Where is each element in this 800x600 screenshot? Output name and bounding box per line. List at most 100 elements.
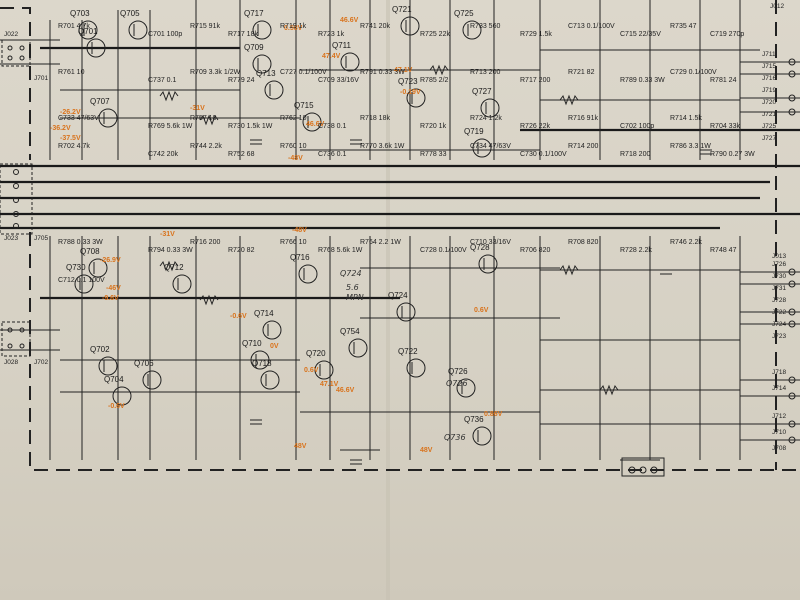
component-value: C742 20k <box>148 151 178 158</box>
transistor-label: Q710 <box>242 339 262 348</box>
connector-j022 <box>1 39 31 67</box>
component-value: C702 100p <box>620 123 654 130</box>
transistor-label: Q720 <box>306 349 326 358</box>
jack-label: J728 <box>772 297 786 304</box>
transistor-label: Q704 <box>104 375 124 384</box>
transistor-q701 <box>86 38 106 58</box>
transistor-label: Q706 <box>134 359 154 368</box>
transistor-q730 <box>74 274 94 294</box>
transistor-q727 <box>480 98 500 118</box>
voltage-reading: -46V <box>106 285 121 292</box>
voltage-reading: -0.6V <box>108 403 125 410</box>
component-value: C719 270p <box>710 31 744 38</box>
component-value: R744 2.2k <box>190 143 222 150</box>
component-value: R769 5.6k 1W <box>148 123 193 130</box>
jack-label: J012 <box>770 3 784 10</box>
component-value: R717 200 <box>520 77 550 84</box>
component-value: R729 1.5k <box>520 31 552 38</box>
transistor-q712 <box>172 274 192 294</box>
transistor-q711 <box>340 52 360 72</box>
transistor-q719 <box>472 138 492 158</box>
voltage-reading: 0.6V <box>474 307 489 314</box>
transistor-label: Q703 <box>70 9 90 18</box>
transistor-q708 <box>88 258 108 278</box>
jack-label: J028 <box>4 359 18 366</box>
connector-j023 <box>0 163 33 235</box>
power-buses <box>0 46 800 319</box>
transistor-label: Q715 <box>294 101 314 110</box>
transistor-q709 <box>252 54 272 74</box>
transistor-label: Q722 <box>398 347 418 356</box>
jack-label: J725 <box>762 123 776 130</box>
jack-label: J023 <box>4 235 18 242</box>
transistor-q702 <box>98 356 118 376</box>
transistor-label: Q718 <box>252 359 272 368</box>
connector-j028 <box>1 321 31 357</box>
transistor-q725 <box>462 20 482 40</box>
jack-label: J705 <box>34 235 48 242</box>
wiring <box>0 0 800 461</box>
transistor-label: Q713 <box>256 69 276 78</box>
jack-label: J708 <box>772 445 786 452</box>
transistor-q721 <box>400 16 420 36</box>
component-value: R735 47 <box>670 23 697 30</box>
jack-label: J719 <box>762 87 776 94</box>
voltage-reading: 0.6V <box>304 367 319 374</box>
component-value: R788 0.33 3W <box>58 239 103 246</box>
transistor-label: Q723 <box>398 77 418 86</box>
transistor-q705 <box>128 20 148 40</box>
jack-label: J711 <box>762 51 776 58</box>
component-value: R761 10 <box>58 69 85 76</box>
pen-note: Q736 <box>444 433 466 442</box>
component-value: C730 0.1/100V <box>520 151 567 158</box>
transistor-label: Q716 <box>290 253 310 262</box>
jack-label: J721 <box>762 111 776 118</box>
jack-label: J718 <box>772 369 786 376</box>
component-value: R718 200 <box>620 151 650 158</box>
voltage-reading: 46.6V <box>306 121 325 128</box>
component-value: R779 24 <box>228 77 255 84</box>
transistor-q716 <box>298 264 318 284</box>
jack-label: J022 <box>4 31 18 38</box>
component-value: C712 0.1 100V <box>58 277 105 284</box>
transistor-label: Q725 <box>454 9 474 18</box>
component-value: C734 47/63V <box>470 143 511 150</box>
component-value: R789 0.33 3W <box>620 77 665 84</box>
transistor-label: Q726 <box>448 367 468 376</box>
voltage-reading: 46.6V <box>340 17 359 24</box>
component-value: R762 10 <box>280 115 307 122</box>
component-value: R770 3.6k 1W <box>360 143 405 150</box>
transistor-label: Q705 <box>120 9 140 18</box>
jack-label: J701 <box>34 75 48 82</box>
component-value: C727 0.1/100V <box>280 69 327 76</box>
transistor-label: Q719 <box>464 127 484 136</box>
transistor-label: Q711 <box>332 41 352 50</box>
transistor-label: Q754 <box>340 327 360 336</box>
jack-label: J731 <box>772 285 786 292</box>
jack-label: J715 <box>762 63 776 70</box>
transistor-label: Q727 <box>472 87 492 96</box>
component-value: C701 100p <box>148 31 182 38</box>
jack-label: J714 <box>772 385 786 392</box>
component-value: R790 0.27 3W <box>710 151 755 158</box>
transistor-q736 <box>472 426 492 446</box>
transistor-q704 <box>112 386 132 406</box>
voltage-reading: 47.4V <box>322 53 341 60</box>
component-value: C733 47/63V <box>58 115 99 122</box>
voltage-reading: -31V <box>190 105 205 112</box>
right-jack-terminals <box>788 58 796 444</box>
transistor-label: Q708 <box>80 247 100 256</box>
transistor-q754 <box>348 338 368 358</box>
transistor-q713 <box>264 80 284 100</box>
voltage-annotations: -36.2V-26.2V-37.5V46.6V-0.19V0.58V47.1V4… <box>50 17 503 454</box>
pen-note: MPN <box>346 293 364 302</box>
component-value: R757 10 <box>190 115 217 122</box>
voltage-reading: 47.1V <box>320 381 339 388</box>
transistor-label: Q724 <box>388 291 408 300</box>
component-value: C713 0.1/100V <box>568 23 615 30</box>
transistor-q718 <box>260 370 280 390</box>
component-value: R717 18k <box>228 31 258 38</box>
component-value: R781 24 <box>710 77 737 84</box>
